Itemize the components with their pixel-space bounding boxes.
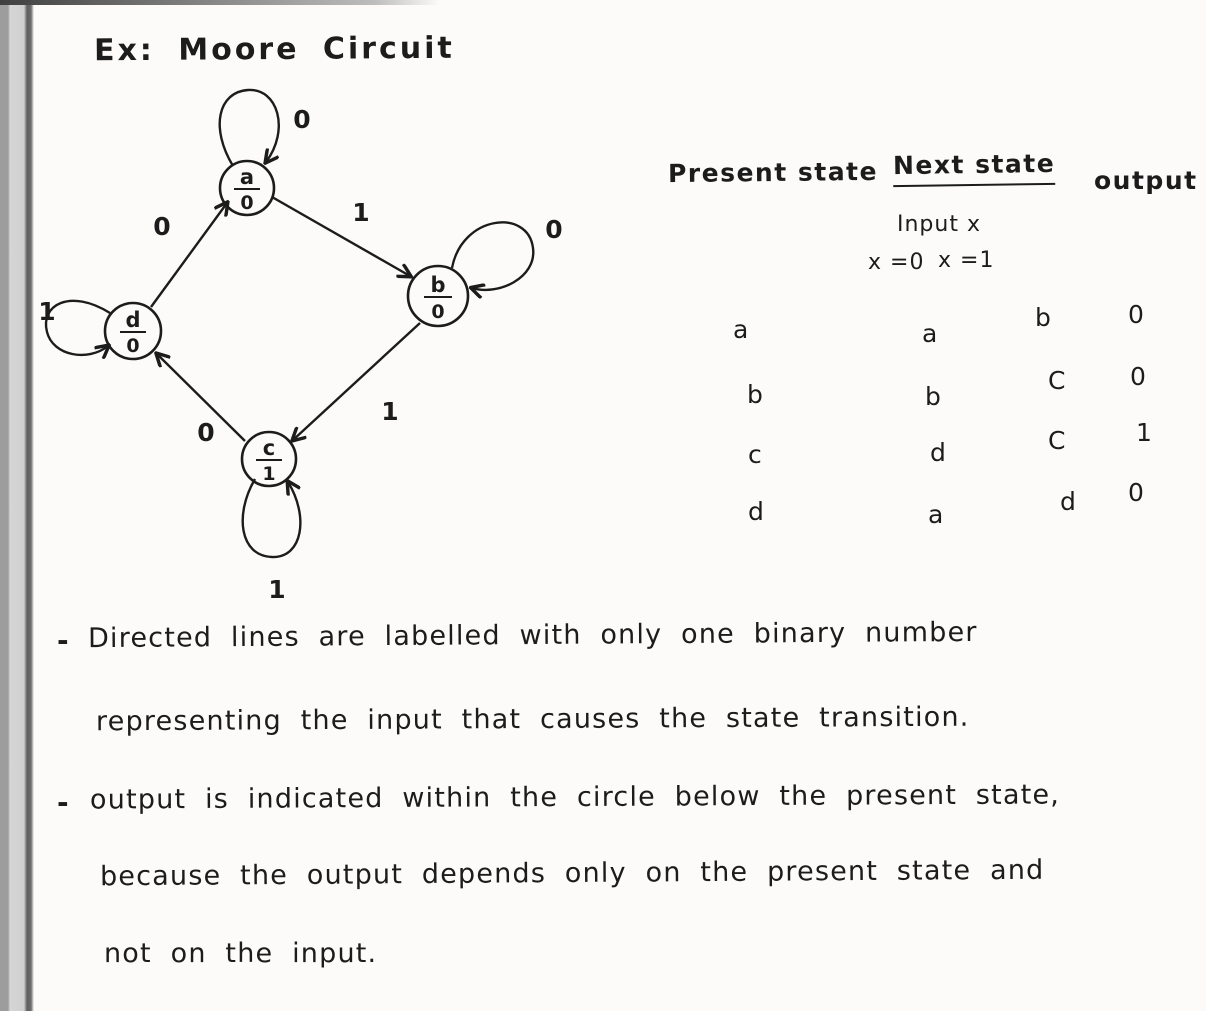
self-loop-d-label: 1 — [38, 297, 55, 326]
state-diagram: a 0 b 0 d 0 c 1 0 0 1 — [38, 88, 563, 604]
header-present-state: Present state — [667, 156, 879, 189]
subheader-x1: x =1 — [938, 248, 995, 273]
cell-present-d: d — [748, 497, 765, 526]
edge-b-to-c — [293, 322, 421, 440]
self-loop-c-label: 1 — [268, 575, 285, 604]
cell-b-output: 0 — [1130, 362, 1147, 391]
self-loop-a — [218, 88, 280, 167]
state-node-d: d 0 — [103, 301, 163, 361]
cell-present-c: c — [748, 440, 763, 469]
state-c-output: 1 — [262, 463, 275, 485]
header-next-state: Next state — [892, 148, 1056, 188]
edge-a-to-b — [271, 195, 410, 276]
self-loop-b-label: 0 — [545, 215, 562, 244]
cell-c-output: 1 — [1136, 418, 1153, 447]
subheader-x0: x =0 — [868, 250, 925, 275]
cell-a-x0: a — [922, 319, 939, 348]
edge-c-to-d — [157, 354, 246, 442]
cell-c-x1: C — [1048, 426, 1067, 455]
state-a-output: 0 — [240, 192, 253, 214]
state-c-label: c — [263, 436, 275, 460]
edge-c-to-d-label: 0 — [197, 418, 214, 447]
cell-b-x1: C — [1048, 366, 1067, 395]
edge-d-to-a-label: 0 — [153, 212, 170, 241]
state-node-c: c 1 — [240, 430, 298, 488]
page-top-edge — [0, 0, 440, 5]
cell-b-x0: b — [925, 382, 942, 411]
cell-c-x0: d — [930, 438, 947, 467]
cell-d-x0: a — [928, 500, 945, 529]
edge-a-to-b-label: 1 — [352, 198, 369, 227]
state-d-label: d — [125, 308, 140, 332]
edge-d-to-a — [150, 203, 227, 308]
self-loop-d — [44, 299, 110, 355]
note-line-4: because the output depends only on the p… — [99, 854, 1045, 893]
cell-a-x1: b — [1035, 303, 1052, 332]
note-bullet-2: - — [57, 786, 69, 819]
note-bullet-1: - — [57, 624, 69, 657]
state-b-label: b — [430, 273, 445, 297]
page-left-edge — [0, 0, 36, 1011]
subheader-input-x: Input x — [897, 212, 981, 237]
header-output: output — [1094, 166, 1198, 195]
state-b-output: 0 — [431, 301, 444, 323]
cell-present-a: a — [733, 315, 750, 344]
note-line-5: not on the input. — [104, 938, 378, 969]
state-a-label: a — [240, 165, 254, 189]
cell-present-b: b — [747, 380, 764, 409]
state-node-a: a 0 — [218, 159, 276, 217]
cell-d-output: 0 — [1128, 478, 1145, 507]
note-line-2: representing the input that causes the s… — [95, 701, 970, 738]
self-loop-a-label: 0 — [293, 105, 310, 134]
self-loop-b — [450, 221, 535, 290]
state-d-output: 0 — [126, 335, 139, 357]
self-loop-c — [241, 479, 302, 559]
cell-a-output: 0 — [1128, 300, 1145, 329]
edge-b-to-c-label: 1 — [381, 397, 398, 426]
note-line-1: Directed lines are labelled with only on… — [87, 616, 978, 655]
state-node-b: b 0 — [406, 264, 470, 328]
note-line-3: output is indicated within the circle be… — [89, 779, 1061, 816]
cell-d-x1: d — [1060, 487, 1077, 516]
